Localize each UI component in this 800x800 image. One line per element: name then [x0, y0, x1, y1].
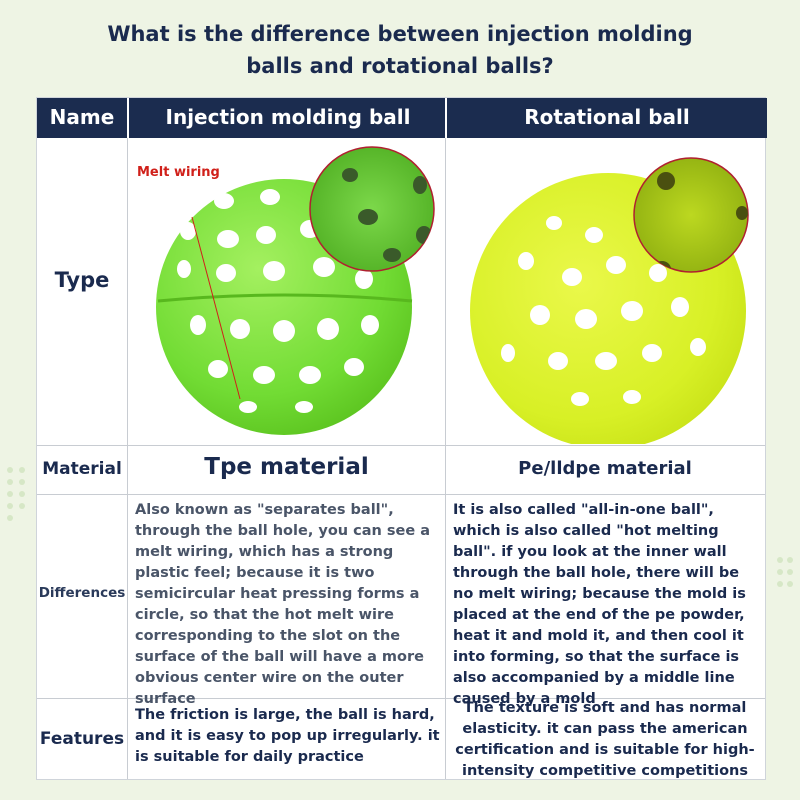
row-divider	[37, 445, 765, 446]
row-divider	[37, 698, 765, 699]
row-label-differences: Differences	[38, 585, 126, 601]
column-divider	[127, 138, 128, 779]
row-label-type: Type	[54, 268, 110, 292]
row-divider	[37, 494, 765, 495]
rotational-features: The texture is soft and has normal elast…	[455, 700, 755, 779]
header-name: Name	[37, 98, 127, 138]
injection-ball-image	[156, 146, 435, 435]
rotational-material: Pe/lldpe material	[518, 458, 692, 479]
injection-material: Tpe material	[204, 454, 369, 480]
injection-features: The friction is large, the ball is hard,…	[135, 707, 440, 765]
rotational-ball-image	[470, 157, 749, 444]
header-injection-ball: Injection molding ball	[127, 98, 447, 138]
page-title: What is the difference between injection…	[0, 18, 800, 82]
rotational-differences: It is also called "all-in-one ball", whi…	[453, 502, 746, 707]
column-divider	[445, 138, 446, 779]
title-line-2: balls and rotational balls?	[246, 54, 554, 78]
row-label-features: Features	[39, 729, 125, 749]
injection-differences: Also known as "separates ball", through …	[135, 502, 431, 707]
melt-wiring-callout: Melt wiring	[137, 165, 220, 180]
row-label-material: Material	[42, 459, 122, 479]
comparison-table: Name Injection molding ball Rotational b…	[36, 97, 767, 780]
title-line-1: What is the difference between injection…	[107, 22, 693, 46]
header-rotational-ball: Rotational ball	[445, 98, 767, 138]
